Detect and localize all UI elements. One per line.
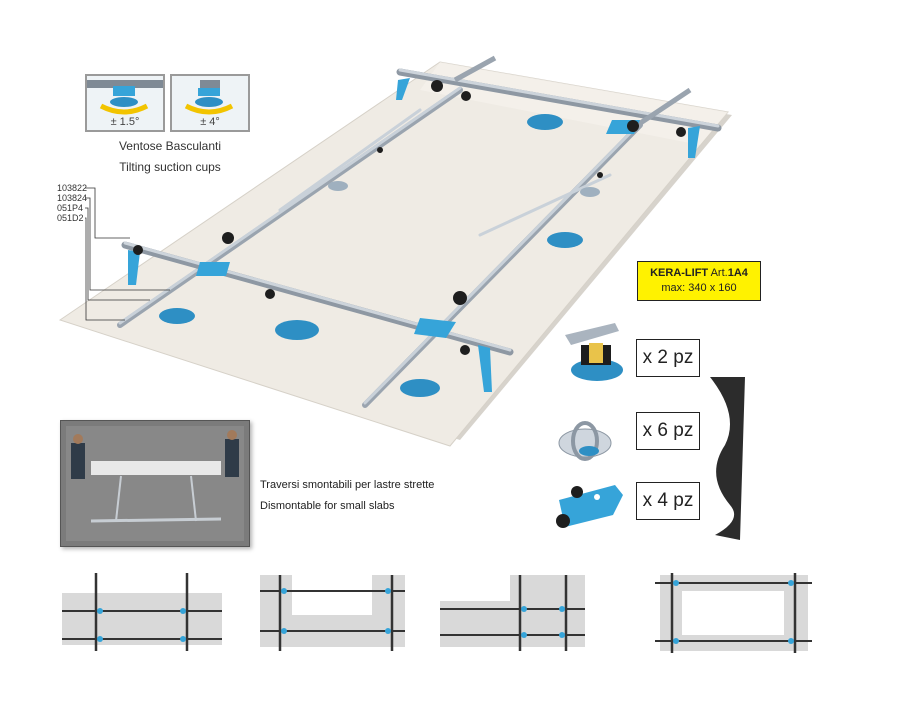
config-frame-slab bbox=[655, 573, 812, 653]
leg-bracket-icon bbox=[556, 485, 623, 528]
tilt-inset-left: ± 1.5° bbox=[85, 74, 165, 132]
part-codes-list: 103822 103824 051P4 051D2 bbox=[57, 183, 87, 223]
part-code: 103824 bbox=[57, 193, 88, 203]
part-code: 103822 bbox=[57, 183, 88, 193]
suction-cups bbox=[159, 114, 600, 397]
workers-photo-drawing bbox=[61, 421, 249, 546]
tilt-label-left: ± 1.5° bbox=[110, 116, 140, 128]
tilt-cup-diagram-right bbox=[184, 80, 234, 115]
product-art: 1A4 bbox=[727, 267, 748, 279]
config-u-slab bbox=[260, 575, 405, 651]
product-tag: KERA-LIFT Art.1A4 max: 340 x 160 bbox=[637, 261, 761, 301]
dismount-text-en: Dismontable for small slabs bbox=[260, 500, 395, 512]
qty-round-cup: x 6 pz bbox=[636, 412, 700, 450]
tilt-label-right: ± 4° bbox=[200, 116, 220, 128]
slab-configurations bbox=[62, 573, 812, 653]
config-narrow-slab bbox=[62, 573, 222, 651]
tilt-title-en: Tilting suction cups bbox=[119, 160, 221, 174]
product-max-size: max: 340 x 160 bbox=[661, 282, 737, 294]
tilting-cup-icon bbox=[565, 323, 623, 381]
tilt-cup-diagram-left bbox=[87, 80, 163, 115]
product-art-prefix: Art. bbox=[710, 267, 728, 279]
qty-leg-bracket: x 4 pz bbox=[636, 482, 700, 520]
product-name: KERA-LIFT bbox=[650, 267, 709, 279]
accessory-parts-illustration bbox=[556, 323, 745, 540]
part-code: 051D2 bbox=[57, 213, 84, 223]
workers-photo bbox=[60, 420, 250, 547]
round-suction-cup-icon bbox=[558, 421, 612, 461]
tilt-title-it: Ventose Basculanti bbox=[118, 139, 222, 153]
dark-ribbon-edge bbox=[710, 377, 745, 540]
config-l-slab bbox=[440, 575, 585, 651]
dismount-text-it: Traversi smontabili per lastre strette bbox=[260, 479, 435, 491]
qty-tilting-cup: x 2 pz bbox=[636, 339, 700, 377]
tilt-inset-right: ± 4° bbox=[170, 74, 250, 132]
part-code: 051P4 bbox=[57, 203, 84, 213]
